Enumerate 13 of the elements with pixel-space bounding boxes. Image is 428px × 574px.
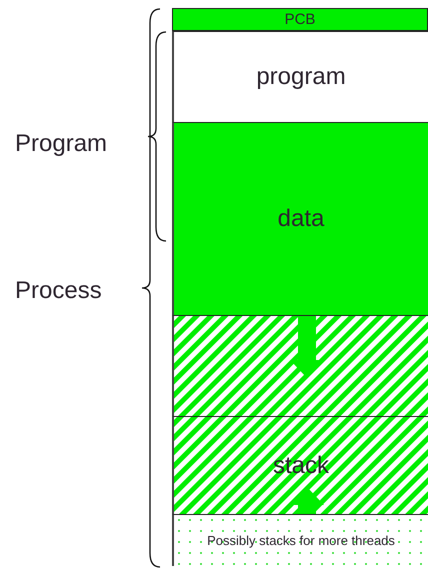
pcb-bar	[172, 8, 428, 31]
stack-segment	[172, 416, 428, 514]
segment-label: data	[278, 205, 324, 233]
segment-label: Possibly stacks for more threads	[207, 533, 395, 548]
data-segment	[172, 122, 428, 315]
thread-stacks-area	[172, 514, 428, 566]
program-segment	[172, 31, 428, 122]
bracket-label: Process	[15, 277, 102, 305]
heap-segment	[172, 315, 428, 416]
segment-label: stack	[272, 452, 329, 480]
bracket-label: Program	[15, 130, 108, 158]
segment-label: program	[256, 63, 346, 91]
segment-label: PCB	[284, 11, 316, 28]
